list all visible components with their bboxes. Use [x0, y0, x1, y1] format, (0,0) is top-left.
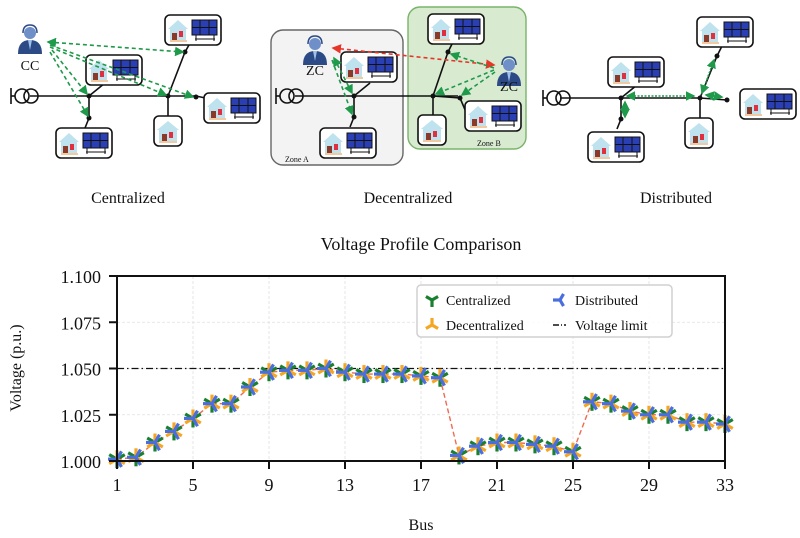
controller-label: CC: [21, 59, 40, 74]
marker-distributed: [640, 406, 655, 424]
panel-label-centralized: Centralized: [91, 190, 165, 207]
x-tick-label: 13: [336, 475, 354, 495]
marker-distributed: [298, 361, 313, 379]
legend-box: [416, 284, 673, 338]
operator-icon: [17, 24, 43, 55]
decentralized-panel: Zone A Zone B ZC ZC Decentralized: [270, 6, 527, 207]
marker-distributed: [317, 359, 332, 378]
consumer-icon: [684, 117, 714, 149]
zone-b-label: Zone B: [477, 139, 501, 148]
marker-distributed: [241, 378, 256, 396]
consumer-icon: [153, 115, 183, 147]
y-tick-label: 1.025: [61, 406, 102, 426]
legend-label-voltage-limit: Voltage limit: [575, 319, 648, 334]
marker-distributed: [488, 433, 503, 452]
distributed-panel: Distributed: [542, 16, 797, 207]
marker-distributed: [621, 402, 636, 420]
legend-item-decentralized: [425, 318, 439, 330]
marker-distributed: [507, 433, 522, 452]
panel-label-distributed: Distributed: [640, 190, 712, 207]
zone-a-label: Zone A: [285, 155, 309, 164]
prosumer-pv-icon: [203, 92, 261, 124]
legend-item-centralized: [425, 295, 439, 307]
legend-marker-decentralized: [425, 318, 439, 330]
y-tick-label: 1.100: [61, 267, 102, 287]
consumer-icon: [417, 114, 447, 146]
marker-distributed: [412, 367, 427, 385]
marker-distributed: [184, 409, 199, 428]
y-tick-label: 1.000: [61, 452, 102, 472]
y-tick-label: 1.075: [61, 313, 102, 333]
marker-distributed: [583, 393, 598, 411]
y-tick-label: 1.050: [61, 360, 102, 380]
marker-distributed: [165, 422, 180, 440]
zone-b-controller-label: ZC: [500, 80, 518, 95]
x-axis-ticks: 1 5 9 13 17 21 25 29 33: [113, 461, 734, 495]
marker-distributed: [602, 395, 617, 413]
marker-distributed: [659, 406, 674, 424]
marker-distributed: [545, 437, 560, 455]
zone-a-controller-label: ZC: [306, 64, 324, 79]
x-tick-label: 29: [640, 475, 658, 495]
marker-distributed: [393, 365, 408, 383]
prosumer-pv-icon: [739, 88, 797, 120]
prosumer-pv-icon: [696, 16, 754, 48]
y-axis-label: Voltage (p.u.): [8, 324, 25, 411]
voltage-profile-chart: Voltage Profile Comparison 1 5 9 13 17 21 25 29…: [8, 234, 734, 534]
chart-title: Voltage Profile Comparison: [321, 234, 522, 254]
prosumer-pv-icon: [319, 127, 377, 159]
marker-distributed: [146, 433, 161, 452]
legend-marker-distributed: [553, 293, 565, 307]
legend: Centralized Decentralized Distributed Vo…: [416, 284, 673, 338]
data-markers: [108, 359, 734, 469]
marker-distributed: [526, 435, 541, 453]
marker-distributed: [469, 437, 484, 455]
legend-item-distributed: [553, 293, 565, 307]
x-tick-label: 33: [716, 475, 734, 495]
marker-distributed: [678, 413, 693, 431]
prosumer-pv-icon: [607, 56, 665, 88]
prosumer-pv-icon: [340, 51, 398, 83]
marker-distributed: [564, 443, 579, 461]
prosumer-pv-icon: [55, 127, 113, 159]
legend-label-distributed: Distributed: [575, 294, 638, 309]
y-axis-ticks: 1.000 1.025 1.050 1.075 1.100: [61, 267, 117, 472]
x-tick-label: 5: [189, 475, 198, 495]
prosumer-pv-icon: [85, 54, 143, 86]
marker-distributed: [260, 363, 275, 381]
x-tick-label: 25: [564, 475, 582, 495]
legend-marker-centralized: [425, 295, 439, 307]
x-tick-label: 17: [412, 475, 430, 495]
prosumer-pv-icon: [587, 131, 645, 163]
marker-distributed: [355, 365, 370, 383]
marker-distributed: [336, 363, 351, 381]
marker-distributed: [697, 413, 712, 431]
prosumer-pv-icon: [164, 14, 222, 46]
x-axis-label: Bus: [409, 517, 434, 534]
prosumer-pv-icon: [464, 100, 522, 132]
x-tick-label: 9: [265, 475, 274, 495]
prosumer-pv-icon: [427, 13, 485, 45]
marker-distributed: [431, 369, 446, 387]
panel-label-decentralized: Decentralized: [364, 190, 453, 207]
centralized-panel: CC Centralized: [10, 14, 261, 207]
legend-label-decentralized: Decentralized: [446, 319, 524, 334]
x-tick-label: 21: [488, 475, 506, 495]
marker-distributed: [374, 365, 389, 383]
marker-distributed: [222, 395, 237, 413]
control-architecture-diagram: CC Centralized Zone A Zone B: [10, 6, 797, 207]
marker-distributed: [203, 395, 218, 413]
marker-distributed: [279, 361, 294, 379]
legend-label-centralized: Centralized: [446, 294, 511, 309]
x-tick-label: 1: [113, 475, 122, 495]
